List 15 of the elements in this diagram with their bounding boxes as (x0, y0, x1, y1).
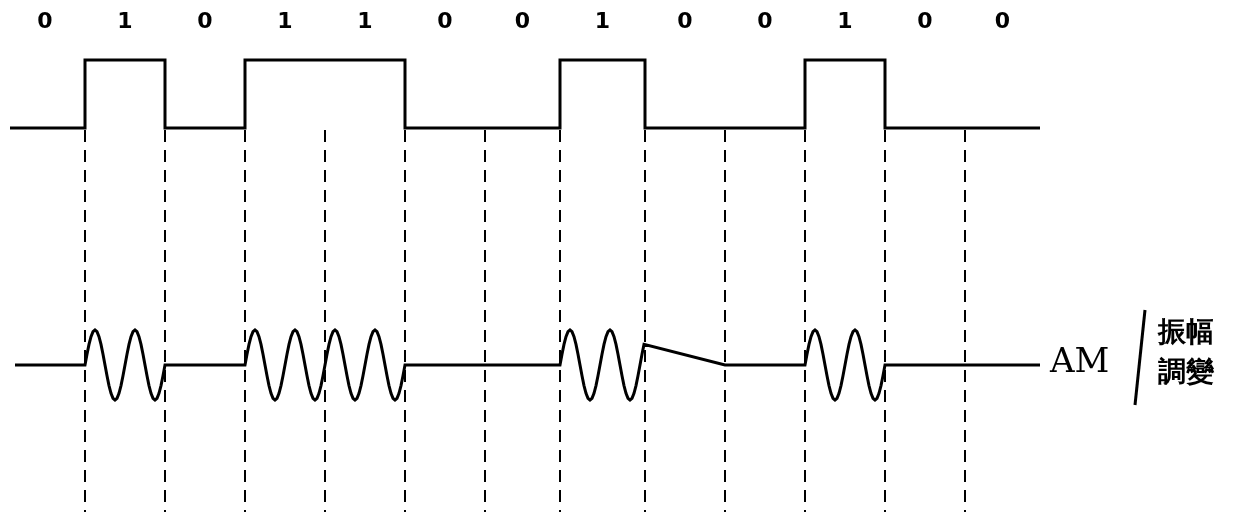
bit-value: 0 (197, 8, 213, 33)
bit-value: 0 (994, 8, 1011, 33)
bit-value: 0 (677, 8, 693, 33)
bit-value: 0 (514, 8, 531, 33)
bit-value: 1 (117, 8, 133, 33)
bit-value: 0 (757, 8, 773, 33)
bit-value: 1 (594, 8, 611, 33)
bit-value: 0 (917, 8, 933, 33)
signal-caption: 振幅調變 (1158, 314, 1215, 390)
bit-value: 1 (277, 8, 293, 33)
bit-value: 0 (437, 8, 453, 33)
bit-value: 1 (357, 8, 373, 33)
bit-value: 1 (837, 8, 853, 33)
signal-label: AM (1050, 340, 1110, 380)
bit-value: 0 (37, 8, 53, 33)
